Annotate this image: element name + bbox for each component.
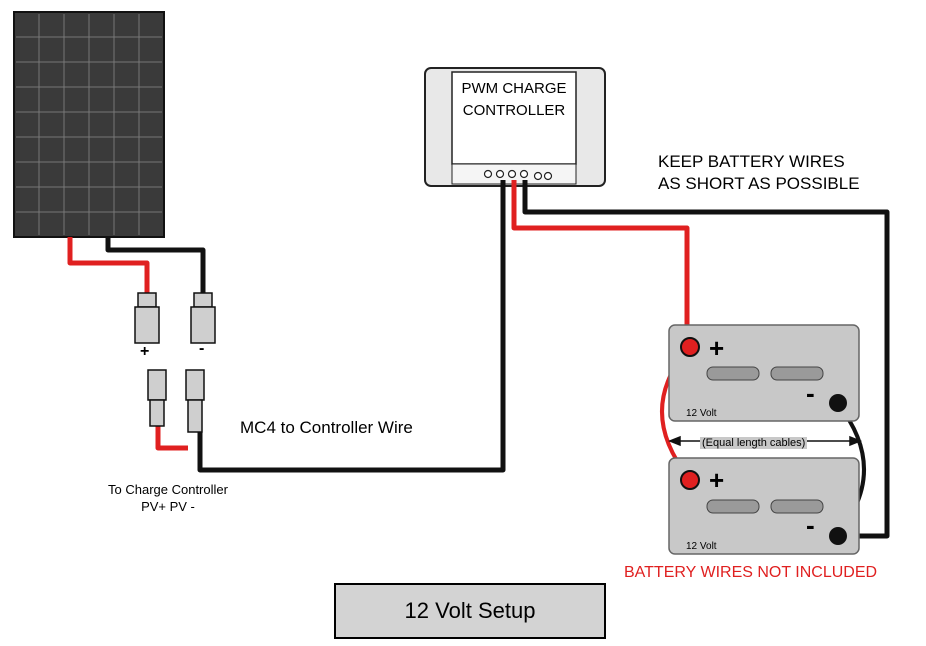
controller-title: PWM CHARGE CONTROLLER <box>452 78 576 122</box>
battery-negative-wire <box>522 180 890 539</box>
battery-bottom-label: 12 Volt <box>686 541 717 552</box>
battery-bottom-minus: - <box>806 510 815 540</box>
to-charge-controller-label: To Charge Controller PV+ PV - <box>108 481 228 515</box>
keep-wires-note: KEEP BATTERY WIRES AS SHORT AS POSSIBLE <box>658 151 860 195</box>
panel-positive-wire <box>67 237 150 295</box>
equal-length-label: (Equal length cables) <box>700 437 808 449</box>
battery-bottom <box>668 457 860 555</box>
battery-positive-wire <box>511 180 690 346</box>
to-cc-line2: PV+ PV - <box>141 499 195 514</box>
panel-negative-wire <box>105 237 206 295</box>
controller-title-line2: CONTROLLER <box>462 102 566 119</box>
mc4-connectors <box>134 292 216 433</box>
battery-bottom-plus: + <box>709 465 725 495</box>
mc4-wire-label: MC4 to Controller Wire <box>240 418 413 437</box>
solar-panel <box>13 11 165 238</box>
battery-top <box>668 324 860 422</box>
mc4-plus-symbol: + <box>140 343 150 360</box>
battery-top-plus: + <box>709 333 725 363</box>
setup-title: 12 Volt Setup <box>404 598 536 623</box>
keep-note-line1: KEEP BATTERY WIRES <box>658 152 845 171</box>
controller-title-line1: PWM CHARGE <box>461 80 567 97</box>
battery-top-minus: - <box>806 378 815 408</box>
battery-top-label: 12 Volt <box>686 408 717 419</box>
keep-note-line2: AS SHORT AS POSSIBLE <box>658 174 860 193</box>
controller-negative-wire <box>197 180 506 473</box>
to-cc-line1: To Charge Controller <box>108 482 228 497</box>
setup-title-box: 12 Volt Setup <box>334 583 606 639</box>
mc4-minus-symbol: - <box>199 340 205 357</box>
battery-wires-not-included: BATTERY WIRES NOT INCLUDED <box>624 564 878 581</box>
controller-positive-wire <box>155 425 188 451</box>
charge-controller <box>424 67 606 187</box>
